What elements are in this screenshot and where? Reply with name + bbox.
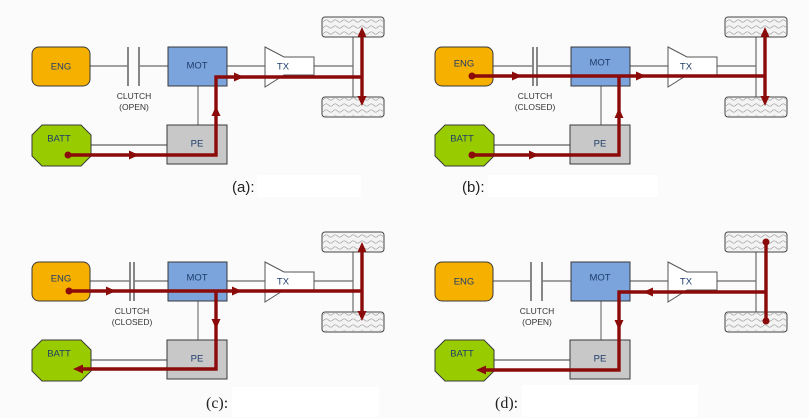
battery-shape: [31, 124, 92, 167]
wheel-top: [321, 231, 385, 253]
battery-label: BATT: [450, 349, 474, 360]
flow-origin-dot-battery: [468, 151, 476, 159]
motor-block: MOT: [570, 261, 631, 302]
power-electronics-label: PE: [594, 139, 607, 150]
battery-label: BATT: [47, 134, 71, 145]
power-flow: [468, 27, 770, 160]
engine-label: ENG: [454, 277, 475, 288]
clutch-label: CLUTCH: [518, 91, 552, 101]
power-electronics-block: PE: [166, 339, 228, 380]
clutch-state-label: (OPEN): [119, 102, 149, 112]
flow-axle-to-battery: [483, 290, 766, 372]
engine-block: ENG: [434, 46, 494, 87]
panel-c: CLUTCH (CLOSED) ENG MOT TX PE BATT: [31, 231, 385, 417]
panel-caption: (c):: [206, 395, 228, 412]
wheel-bottom: [724, 311, 788, 333]
panel-a: CLUTCH (OPEN) ENG MOT TX PE BATT: [31, 16, 385, 197]
flow-origin-dot: [64, 151, 72, 159]
power-electronics-block: PE: [569, 124, 631, 165]
transmission-label: TX: [277, 277, 290, 288]
power-electronics-label: PE: [191, 354, 204, 365]
flow-origin-dot-engine: [65, 287, 73, 295]
caption-mask: [257, 175, 361, 197]
motor-label: MOT: [589, 58, 610, 69]
power-electronics-block: PE: [569, 339, 631, 380]
power-flow: [65, 242, 367, 374]
power-electronics-label: PE: [191, 139, 204, 150]
transmission-label: TX: [680, 277, 693, 288]
engine-label: ENG: [454, 59, 475, 70]
wheel-bottom-tread: [323, 98, 383, 116]
flow-battery-to-motor: [472, 76, 621, 157]
transmission-label: TX: [680, 62, 693, 73]
wheel-top: [724, 16, 788, 38]
battery-block: BATT: [434, 124, 495, 167]
clutch-label: CLUTCH: [115, 306, 149, 316]
motor-label: MOT: [186, 273, 207, 284]
panel-b: CLUTCH (CLOSED) ENG MOT TX PE BATT: [434, 16, 788, 197]
battery-block: BATT: [31, 124, 92, 167]
battery-shape: [434, 339, 495, 382]
flow-origin-dot-top-wheel: [762, 238, 770, 246]
motor-block: MOT: [167, 261, 228, 302]
caption-mask: [232, 387, 379, 417]
battery-shape: [434, 124, 495, 167]
wheel-bottom-tread: [726, 313, 786, 331]
panel-caption: (b):: [462, 179, 485, 196]
battery-shape: [31, 339, 92, 382]
wheel-top: [724, 231, 788, 253]
power-flow: [476, 238, 770, 375]
wheel-top-tread: [323, 18, 383, 36]
clutch-label: CLUTCH: [117, 91, 151, 101]
wheel-bottom: [321, 311, 385, 333]
motor-label: MOT: [589, 273, 610, 284]
engine-block: ENG: [434, 261, 494, 302]
wheel-bottom: [724, 96, 788, 118]
power-electronics-block: PE: [166, 124, 228, 165]
battery-label: BATT: [47, 349, 71, 360]
panel-d: CLUTCH (OPEN) ENG MOT TX PE BATT: [434, 231, 788, 417]
engine-label: ENG: [51, 62, 72, 73]
clutch-open: [127, 47, 140, 86]
wheel-bottom: [321, 96, 385, 118]
flow-origin-dot-bottom-wheel: [762, 317, 770, 325]
battery-label: BATT: [450, 134, 474, 145]
battery-block: BATT: [434, 339, 495, 382]
power-flow: [64, 27, 367, 160]
clutch-closed: [129, 262, 135, 301]
engine-box: [434, 261, 494, 302]
caption-mask: [488, 175, 658, 197]
clutch-state-label: (CLOSED): [515, 102, 556, 112]
flow-origin-dot-engine: [468, 72, 476, 80]
motor-label: MOT: [186, 61, 207, 72]
transmission-label: TX: [277, 62, 290, 73]
panel-caption: (a):: [232, 179, 255, 196]
panel-caption: (d):: [495, 395, 518, 412]
clutch-state-label: (CLOSED): [112, 317, 153, 327]
clutch-label: CLUTCH: [520, 306, 554, 316]
clutch-state-label: (OPEN): [522, 317, 552, 327]
wheel-bottom-tread: [726, 98, 786, 116]
wheel-top-tread: [726, 18, 786, 36]
motor-block: MOT: [570, 46, 631, 87]
engine-block: ENG: [31, 261, 91, 302]
power-electronics-label: PE: [594, 354, 607, 365]
motor-block: MOT: [167, 46, 228, 87]
wheel-top-tread: [323, 233, 383, 251]
caption-mask: [522, 385, 698, 417]
battery-block: BATT: [31, 339, 92, 382]
flow-battery-to-axle: [68, 75, 362, 157]
flow-motor-to-battery: [80, 291, 218, 371]
wheel-top: [321, 16, 385, 38]
wheel-top-tread: [726, 233, 786, 251]
clutch-open: [530, 262, 543, 301]
engine-box: [31, 46, 91, 87]
wheel-bottom-tread: [323, 313, 383, 331]
engine-block: ENG: [31, 46, 91, 87]
clutch-closed: [532, 47, 538, 86]
engine-label: ENG: [51, 274, 72, 285]
